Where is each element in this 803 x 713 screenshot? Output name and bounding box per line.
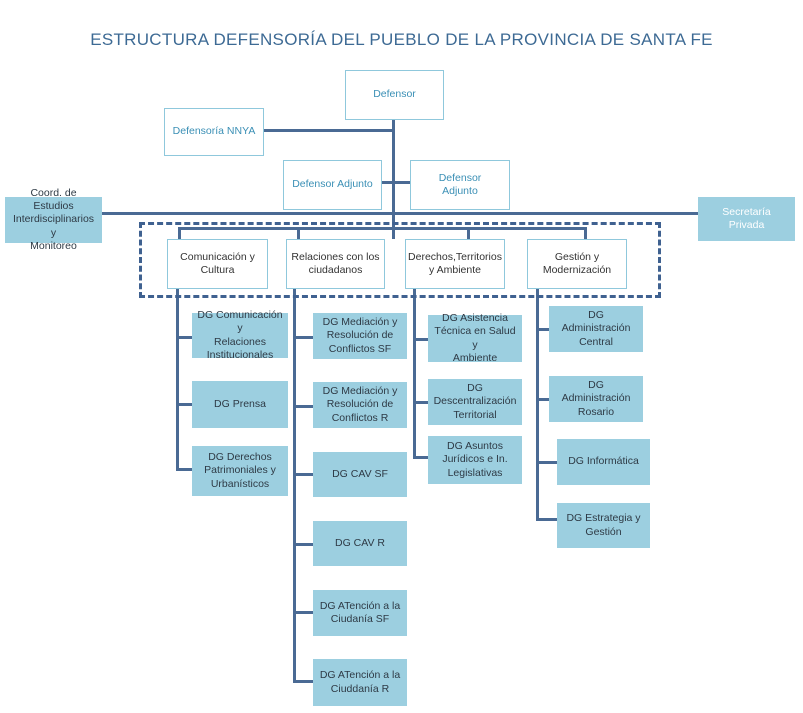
connector-area-2-branch-5 [293,611,313,614]
dg-box: DG Asuntos Jurídicos e In. Legislativas [428,436,522,484]
defensor-adjunto-box-2: Defensor Adjunto [410,160,510,210]
connector-area-4-up [584,227,587,240]
dg-box: DG Administración Central [549,306,643,352]
dg-label: DG ATención a la Ciuddanía R [319,669,401,695]
dg-box: DG Derechos Patrimoniales y Urbanísticos [192,446,288,496]
connector-area-3-branch-3 [413,456,428,459]
dg-box: DG Administración Rosario [549,376,643,422]
connector-area-2-branch-2 [293,405,313,408]
area-label: Relaciones con los ciudadanos [291,250,380,276]
connector-area-4-stem [536,288,539,521]
coord-estudios-label: Coord. de Estudios Interdisciplinarios y… [12,187,95,252]
dg-label: DG Comunicación y Relaciones Institucion… [197,309,283,361]
connector-area-4-branch-1 [536,328,550,331]
defensor-adjunto-label-1: Defensor Adjunto [292,178,373,191]
dg-label: DG Estrategia y Gestión [566,512,641,538]
defensoria-nnya-label: Defensoría NNYA [172,125,256,138]
connector-area-3-branch-2 [413,401,428,404]
connector-area-1-branch-3 [176,468,192,471]
secretaria-privada-label: Secretaría Privada [722,205,771,231]
area-box-relaciones: Relaciones con los ciudadanos [286,239,385,289]
connector-areas-horizontal [178,227,587,230]
area-box-comunicacion: Comunicación y Cultura [167,239,268,289]
connector-area-4-branch-3 [536,461,558,464]
areas-dashed-group [139,222,661,298]
connector-area-2-stem [293,288,296,683]
dg-box: DG Comunicación y Relaciones Institucion… [192,309,288,361]
dg-box: DG Prensa [192,381,288,428]
connector-area-2-branch-3 [293,473,313,476]
connector-area-3-branch-1 [413,338,428,341]
connector-area-2-branch-4 [293,543,313,546]
connector-area-1-stem [176,288,179,470]
connector-nnya [263,129,393,132]
connector-area-4-branch-2 [536,398,550,401]
connector-area-2-up [297,227,300,240]
connector-area-3-stem [413,288,416,459]
area-box-derechos: Derechos,Territorios y Ambiente [405,239,505,289]
connector-area-2-branch-1 [293,336,313,339]
dg-label: DG Derechos Patrimoniales y Urbanísticos [204,451,276,490]
dg-label: DG Descentralización Territorial [433,382,517,421]
dg-label: DG CAV SF [332,467,388,480]
connector-area-2-branch-6 [293,680,313,683]
defensor-adjunto-label-2: Defensor Adjunto [438,171,482,197]
dg-box: DG Informática [557,439,650,485]
area-label: Comunicación y Cultura [180,250,255,276]
area-label: Derechos,Territorios y Ambiente [408,250,502,276]
dg-box: DG Descentralización Territorial [428,379,522,425]
connector-area-1-up [178,227,181,240]
dg-box: DG CAV R [313,521,407,566]
connector-area-4-branch-4 [536,518,558,521]
dg-label: DG Asuntos Jurídicos e In. Legislativas [442,440,508,479]
defensoria-nnya-box: Defensoría NNYA [164,108,264,156]
dg-box: DG Estrategia y Gestión [557,503,650,548]
dg-box: DG ATención a la Ciuddanía R [313,659,407,706]
area-box-gestion: Gestión y Modernización [527,239,627,289]
connector-adjuntos [381,181,411,184]
defensor-label: Defensor [373,88,416,101]
dg-label: DG Mediación y Resolución de Conflictos … [322,385,398,424]
dg-box: DG ATención a la Ciudanía SF [313,590,407,636]
dg-label: DG Asistencia Técnica en Salud y Ambient… [434,312,516,364]
page-title: ESTRUCTURA DEFENSORÍA DEL PUEBLO DE LA P… [90,30,713,49]
dg-label: DG Mediación y Resolución de Conflictos … [322,316,398,355]
dg-label: DG Administración Rosario [561,379,631,418]
connector-area-3-up [467,227,470,240]
dg-box: DG CAV SF [313,452,407,497]
area-label: Gestión y Modernización [542,250,612,276]
connector-defensor-down [392,118,395,239]
dg-label: DG Informática [568,455,639,468]
connector-area-1-branch-1 [176,336,192,339]
defensor-box: Defensor [345,70,444,120]
dg-label: DG Administración Central [561,309,631,348]
coord-estudios-box: Coord. de Estudios Interdisciplinarios y… [5,187,102,252]
dg-label: DG ATención a la Ciudanía SF [319,599,401,625]
dg-label: DG CAV R [335,536,385,549]
defensor-adjunto-box-1: Defensor Adjunto [283,160,382,210]
dg-box: DG Mediación y Resolución de Conflictos … [313,313,407,359]
connector-area-1-branch-2 [176,403,192,406]
connector-main-horizontal [102,212,698,215]
dg-box: DG Asistencia Técnica en Salud y Ambient… [428,312,522,364]
secretaria-privada-box: Secretaría Privada [698,197,795,241]
dg-box: DG Mediación y Resolución de Conflictos … [313,382,407,428]
dg-label: DG Prensa [214,397,266,410]
